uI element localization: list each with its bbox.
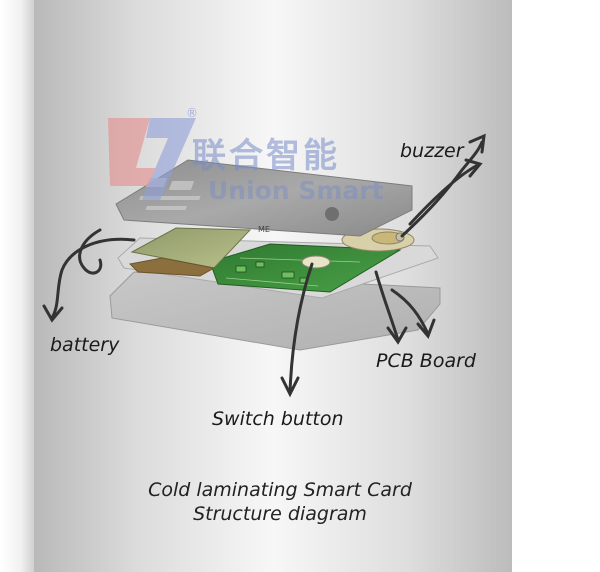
watermark-chinese: 联合智能	[192, 136, 340, 176]
pcb-arrowhead	[386, 326, 408, 345]
battery-tab	[128, 257, 216, 277]
union-smart-logo	[108, 118, 196, 200]
caption-line-1: Cold laminating Smart Card	[148, 479, 412, 501]
battery-arrowhead	[42, 304, 64, 323]
arrows	[42, 133, 486, 398]
buzzer-arrowhead-2	[464, 158, 483, 178]
caption-line-2: Structure diagram	[193, 503, 367, 525]
buzzer-arrow	[400, 140, 484, 238]
battery-arrow-2	[78, 228, 103, 275]
label-pcb-board: PCB Board	[376, 350, 476, 372]
pcb-arrow-2	[390, 288, 430, 336]
battery-arrow	[50, 237, 136, 320]
switch-button-dome	[301, 255, 331, 269]
label-battery: battery	[50, 334, 120, 356]
pcb-arrowhead-2	[416, 318, 436, 339]
label-buzzer: buzzer	[400, 140, 464, 162]
buzzer-arrowhead	[468, 133, 486, 154]
buzzer-arrow-2	[408, 164, 478, 226]
watermark-english: Union Smart	[208, 176, 384, 205]
switch-arrowhead	[280, 376, 300, 398]
switch-arrow	[288, 262, 314, 394]
registered-mark: ®	[186, 106, 198, 120]
label-switch-button: Switch button	[212, 408, 344, 430]
contactless-symbol	[325, 207, 339, 221]
top-card-print-text: ME	[258, 225, 270, 234]
pcb-components	[225, 257, 361, 287]
pcb-arrow	[374, 270, 400, 342]
pcb-board	[209, 243, 402, 293]
left-margin	[0, 0, 34, 572]
